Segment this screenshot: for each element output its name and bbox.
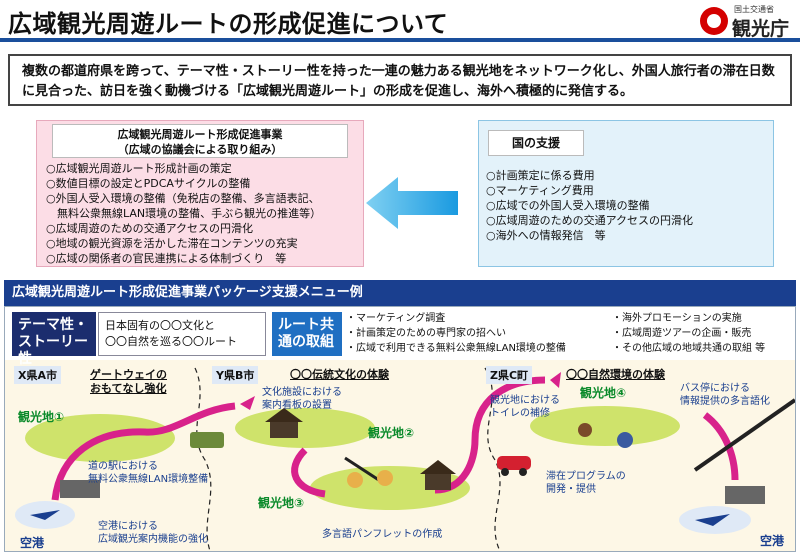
note-line: 情報提供の多言語化 bbox=[680, 396, 770, 407]
list-item: 無料公衆無線LAN環境の整備、手ぶら観光の推進等） bbox=[46, 207, 322, 220]
route-arrowhead bbox=[550, 372, 561, 388]
z-theme: 〇〇自然環境の体験 bbox=[566, 368, 665, 381]
note-line: 開発・提供 bbox=[546, 484, 596, 495]
list-item: ○広域周遊のための交通アクセスの円滑化 bbox=[486, 214, 694, 227]
route-line bbox=[702, 412, 739, 481]
note-line: 広域観光案内機能の強化 bbox=[98, 534, 208, 545]
prefecture-border bbox=[194, 367, 212, 551]
national-support-heading: 国の支援 bbox=[488, 130, 584, 156]
list-item: ○外国人受入環境の整備（免税店の整備、多言語表記、 bbox=[46, 192, 320, 205]
intro-line: 複数の都道府県を跨って、テーマ性・ストーリー性を持った一連の魅力ある観光地をネッ… bbox=[22, 64, 775, 79]
list-item: ○海外への情報発信 等 bbox=[486, 229, 606, 242]
list-item: ○計画策定に係る費用 bbox=[486, 169, 595, 182]
hill-spot2 bbox=[235, 408, 375, 448]
note-line: 空港における bbox=[98, 521, 158, 532]
spot-1-label: 観光地① bbox=[18, 410, 65, 424]
list-item: ○地域の観光資源を活かした滞在コンテンツの充実 bbox=[46, 237, 298, 250]
route-common-label: ルート共通の取組 bbox=[272, 312, 342, 356]
hikers-icon bbox=[617, 432, 633, 448]
left-arrow-icon bbox=[366, 177, 458, 229]
prefecture-x-label: X県A市 bbox=[14, 366, 61, 384]
note-line: 文化施設における bbox=[262, 387, 342, 398]
note-line: バス停における bbox=[680, 383, 750, 394]
intro-box: 複数の都道府県を跨って、テーマ性・ストーリー性を持った一連の魅力ある観光地をネッ… bbox=[8, 54, 792, 106]
castle-icon bbox=[425, 472, 451, 490]
airplane-icon bbox=[695, 514, 730, 526]
prefecture-y-label: Y県B市 bbox=[212, 366, 259, 384]
horse-icon bbox=[578, 423, 592, 437]
spot-2-label: 観光地② bbox=[368, 426, 415, 440]
note-line: トイレの補修 bbox=[490, 408, 550, 419]
note-toilet: 観光地における トイレの補修 bbox=[490, 394, 560, 420]
theme-text-line: 〇〇自然を巡る〇〇ルート bbox=[105, 335, 237, 348]
page-title: 広域観光周遊ルートの形成促進について bbox=[8, 10, 449, 38]
heading-line: 広域観光周遊ルート形成促進事業 bbox=[117, 128, 283, 141]
note-culture: 文化施設における 案内看板の設置 bbox=[262, 386, 342, 412]
airport-building-icon bbox=[725, 486, 765, 504]
route-illustration bbox=[15, 367, 795, 551]
y-theme: 〇〇伝統文化の体験 bbox=[290, 368, 389, 381]
list-item: ・海外プロモーションの実施 bbox=[612, 313, 742, 324]
car-icon bbox=[497, 456, 531, 470]
x-theme-line2: おもてなし強化 bbox=[90, 382, 167, 395]
note-airport: 空港における 広域観光案内機能の強化 bbox=[98, 520, 208, 546]
hill-spot4 bbox=[530, 406, 680, 446]
route-common-list-right: ・海外プロモーションの実施 ・広域周遊ツアーの企画・販売 ・その他広域の地域共通… bbox=[612, 311, 798, 356]
theme-text-line: 日本固有の〇〇文化と bbox=[105, 319, 215, 332]
railway-icon bbox=[693, 398, 795, 472]
list-item: ○広域の関係者の官民連携による体制づくり 等 bbox=[46, 252, 287, 265]
theme-label: テーマ性・ストーリー性 bbox=[12, 312, 96, 367]
list-item: ○数値目標の設定とPDCAサイクルの整備 bbox=[46, 177, 251, 190]
bus-icon bbox=[190, 432, 224, 448]
spot-4-label: 観光地④ bbox=[580, 386, 627, 400]
list-item: ・計画策定のための専門家の招へい bbox=[346, 328, 506, 339]
logo-mark-icon bbox=[700, 7, 728, 35]
route-arrowhead bbox=[240, 396, 255, 410]
airport-building-icon bbox=[60, 480, 100, 498]
national-support-list: ○計画策定に係る費用 ○マーケティング費用 ○広域での外国人受入環境の整備 ○広… bbox=[486, 168, 766, 243]
list-item: ○広域での外国人受入環境の整備 bbox=[486, 199, 650, 212]
list-item: ○広域周遊のための交通アクセスの円滑化 bbox=[46, 222, 254, 235]
agency-logo: 国土交通省 観光庁 bbox=[700, 3, 796, 40]
temple-icon bbox=[270, 420, 298, 438]
airport-left-label: 空港 bbox=[20, 536, 45, 550]
note-michinoeki: 道の駅における 無料公衆無線LAN環境整備 bbox=[88, 460, 208, 486]
route-line bbox=[291, 447, 326, 498]
spot-3-label: 観光地③ bbox=[258, 496, 305, 510]
note-line: 案内看板の設置 bbox=[262, 400, 332, 411]
theme-text: 日本固有の〇〇文化と 〇〇自然を巡る〇〇ルート bbox=[98, 312, 266, 356]
route-common-list-left: ・マーケティング調査 ・計画策定のための専門家の招へい ・広域で利用できる無料公… bbox=[346, 311, 616, 356]
logo-sub-text: 国土交通省 bbox=[734, 5, 774, 14]
note-line: 滞在プログラムの bbox=[546, 471, 626, 482]
note-line: 観光地における bbox=[490, 395, 560, 406]
list-item: ・その他広域の地域共通の取組 等 bbox=[612, 343, 766, 354]
list-item: ・広域周遊ツアーの企画・販売 bbox=[612, 328, 752, 339]
list-item: ・広域で利用できる無料公衆無線LAN環境の整備 bbox=[346, 343, 566, 354]
list-item: ○マーケティング費用 bbox=[486, 184, 594, 197]
airport-right-label: 空港 bbox=[760, 534, 785, 548]
note-bus: バス停における 情報提供の多言語化 bbox=[680, 382, 770, 408]
regional-initiatives-list: ○広域観光周遊ルート形成計画の策定 ○数値目標の設定とPDCAサイクルの整備 ○… bbox=[46, 161, 364, 266]
heading-line: （広域の協議会による取り組み） bbox=[117, 143, 283, 156]
note-line: 道の駅における bbox=[88, 461, 158, 472]
intro-line: に見合った、訪日を強く動機づける「広域観光周遊ルート」の形成を促進し、海外へ積極… bbox=[22, 84, 634, 99]
airplane-icon bbox=[30, 510, 60, 520]
note-line: 無料公衆無線LAN環境整備 bbox=[88, 474, 209, 485]
package-title-bar: 広域観光周遊ルート形成促進事業パッケージ支援メニュー例 bbox=[4, 280, 796, 306]
list-item: ・マーケティング調査 bbox=[346, 313, 446, 324]
x-theme-line1: ゲートウェイの bbox=[90, 368, 167, 381]
tourists-icon bbox=[347, 472, 363, 488]
list-item: ○広域観光周遊ルート形成計画の策定 bbox=[46, 162, 232, 175]
note-stay: 滞在プログラムの 開発・提供 bbox=[546, 470, 626, 496]
logo-main-text: 観光庁 bbox=[732, 18, 790, 40]
note-pamphlet: 多言語パンフレットの作成 bbox=[322, 529, 443, 540]
regional-initiatives-heading: 広域観光周遊ルート形成促進事業 （広域の協議会による取り組み） bbox=[52, 124, 348, 158]
route-line bbox=[51, 402, 236, 501]
route-line bbox=[434, 376, 546, 494]
title-rule bbox=[0, 38, 800, 42]
prefecture-z-label: Z県C町 bbox=[486, 366, 533, 384]
